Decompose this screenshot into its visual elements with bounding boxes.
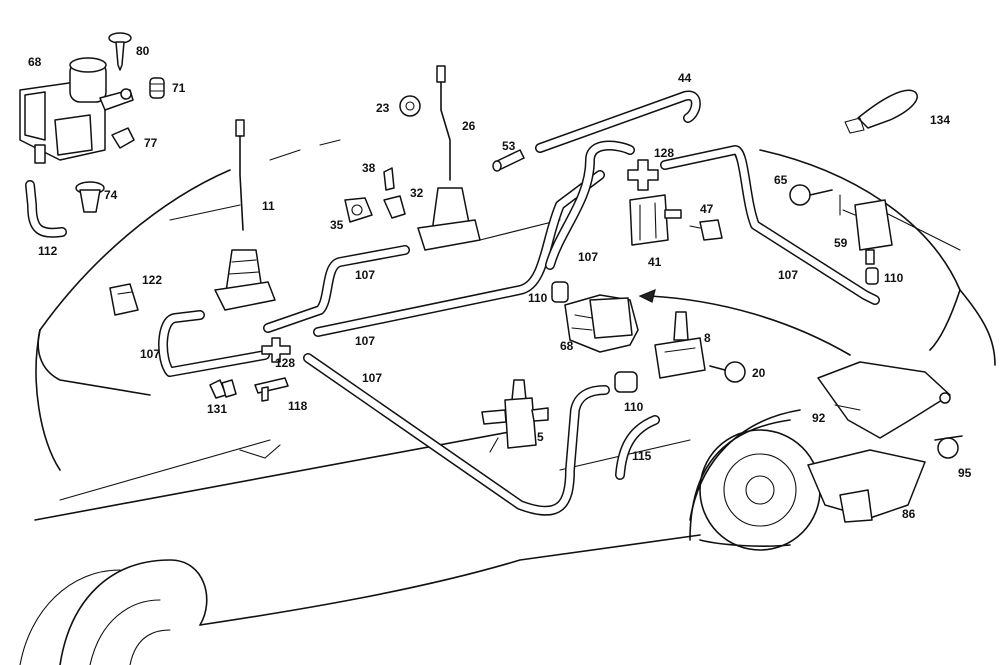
callout-110-mid: 110 <box>528 291 548 305</box>
callout-35: 35 <box>330 218 344 232</box>
clip-32 <box>383 195 406 219</box>
connector-128-top <box>627 159 659 191</box>
callout-71: 71 <box>172 81 186 95</box>
callout-68-top: 68 <box>28 55 42 69</box>
callout-5: 5 <box>537 430 544 444</box>
actuator-11 <box>214 119 276 311</box>
cable-tie-134 <box>844 89 918 134</box>
valve-8 <box>654 311 706 379</box>
callout-68-center: 68 <box>560 339 574 353</box>
connector-110-right <box>865 267 879 285</box>
callout-107-d: 107 <box>140 347 160 361</box>
screw-80 <box>108 32 132 71</box>
callout-107-f: 107 <box>362 371 382 385</box>
callout-59: 59 <box>834 236 848 250</box>
fitting-118 <box>254 377 289 402</box>
callout-20: 20 <box>752 366 766 380</box>
callout-26: 26 <box>462 119 476 133</box>
callout-110-right: 110 <box>884 271 904 285</box>
screw-95 <box>934 435 963 459</box>
callout-128-top: 128 <box>654 146 674 160</box>
callout-112: 112 <box>38 244 58 258</box>
connector-110-low <box>614 371 638 393</box>
callout-107-a: 107 <box>355 268 375 282</box>
callout-labels: 68 80 71 77 74 112 11 23 26 38 32 35 44 … <box>28 44 972 521</box>
callout-92: 92 <box>812 411 826 425</box>
callout-118: 118 <box>288 399 308 413</box>
cover-92 <box>817 361 951 439</box>
callout-134: 134 <box>930 113 950 127</box>
screw-65 <box>789 184 833 206</box>
clip-74 <box>75 181 105 213</box>
callout-128-bottom: 128 <box>275 356 295 370</box>
callout-95: 95 <box>958 466 972 480</box>
valve-5 <box>481 379 549 453</box>
valve-41 <box>629 194 682 246</box>
fitting-131 <box>209 379 237 399</box>
callout-77: 77 <box>144 136 158 150</box>
screw-20 <box>709 361 746 383</box>
callout-80: 80 <box>136 44 150 58</box>
callout-53: 53 <box>502 139 516 153</box>
direction-arrow <box>638 289 851 356</box>
clip-77 <box>111 127 135 149</box>
callout-122: 122 <box>142 273 162 287</box>
callout-32: 32 <box>410 186 424 200</box>
callout-65: 65 <box>774 173 788 187</box>
callout-74: 74 <box>104 188 118 202</box>
car-body-outline <box>19 139 996 665</box>
callout-23: 23 <box>376 101 390 115</box>
callout-41: 41 <box>648 255 662 269</box>
clip-122 <box>109 283 139 316</box>
connector-128-bottom <box>261 337 291 363</box>
callout-107-e: 107 <box>355 334 375 348</box>
callout-86: 86 <box>902 507 916 521</box>
vacuum-hoses <box>25 90 880 516</box>
plug-53 <box>492 149 525 172</box>
grommet-71 <box>149 77 165 99</box>
screw-47 <box>689 219 723 241</box>
actuator-26 <box>417 65 481 251</box>
callout-110-low: 110 <box>624 400 644 414</box>
clip-35 <box>344 197 373 223</box>
callout-8: 8 <box>704 331 711 345</box>
callout-38: 38 <box>362 161 376 175</box>
callout-115: 115 <box>632 449 652 463</box>
valve-59 <box>839 194 893 265</box>
callout-107-c: 107 <box>778 268 798 282</box>
callout-11: 11 <box>262 199 275 213</box>
switchover-valve-68 <box>564 294 639 353</box>
callout-47: 47 <box>700 202 714 216</box>
clip-38 <box>383 167 395 191</box>
vacuum-pump-assembly <box>19 57 134 164</box>
callout-44: 44 <box>678 71 692 85</box>
grommet-23 <box>399 95 421 117</box>
callout-131: 131 <box>207 402 227 416</box>
panel-86 <box>807 449 926 523</box>
callout-107-b: 107 <box>578 250 598 264</box>
connector-110-mid <box>551 281 569 303</box>
